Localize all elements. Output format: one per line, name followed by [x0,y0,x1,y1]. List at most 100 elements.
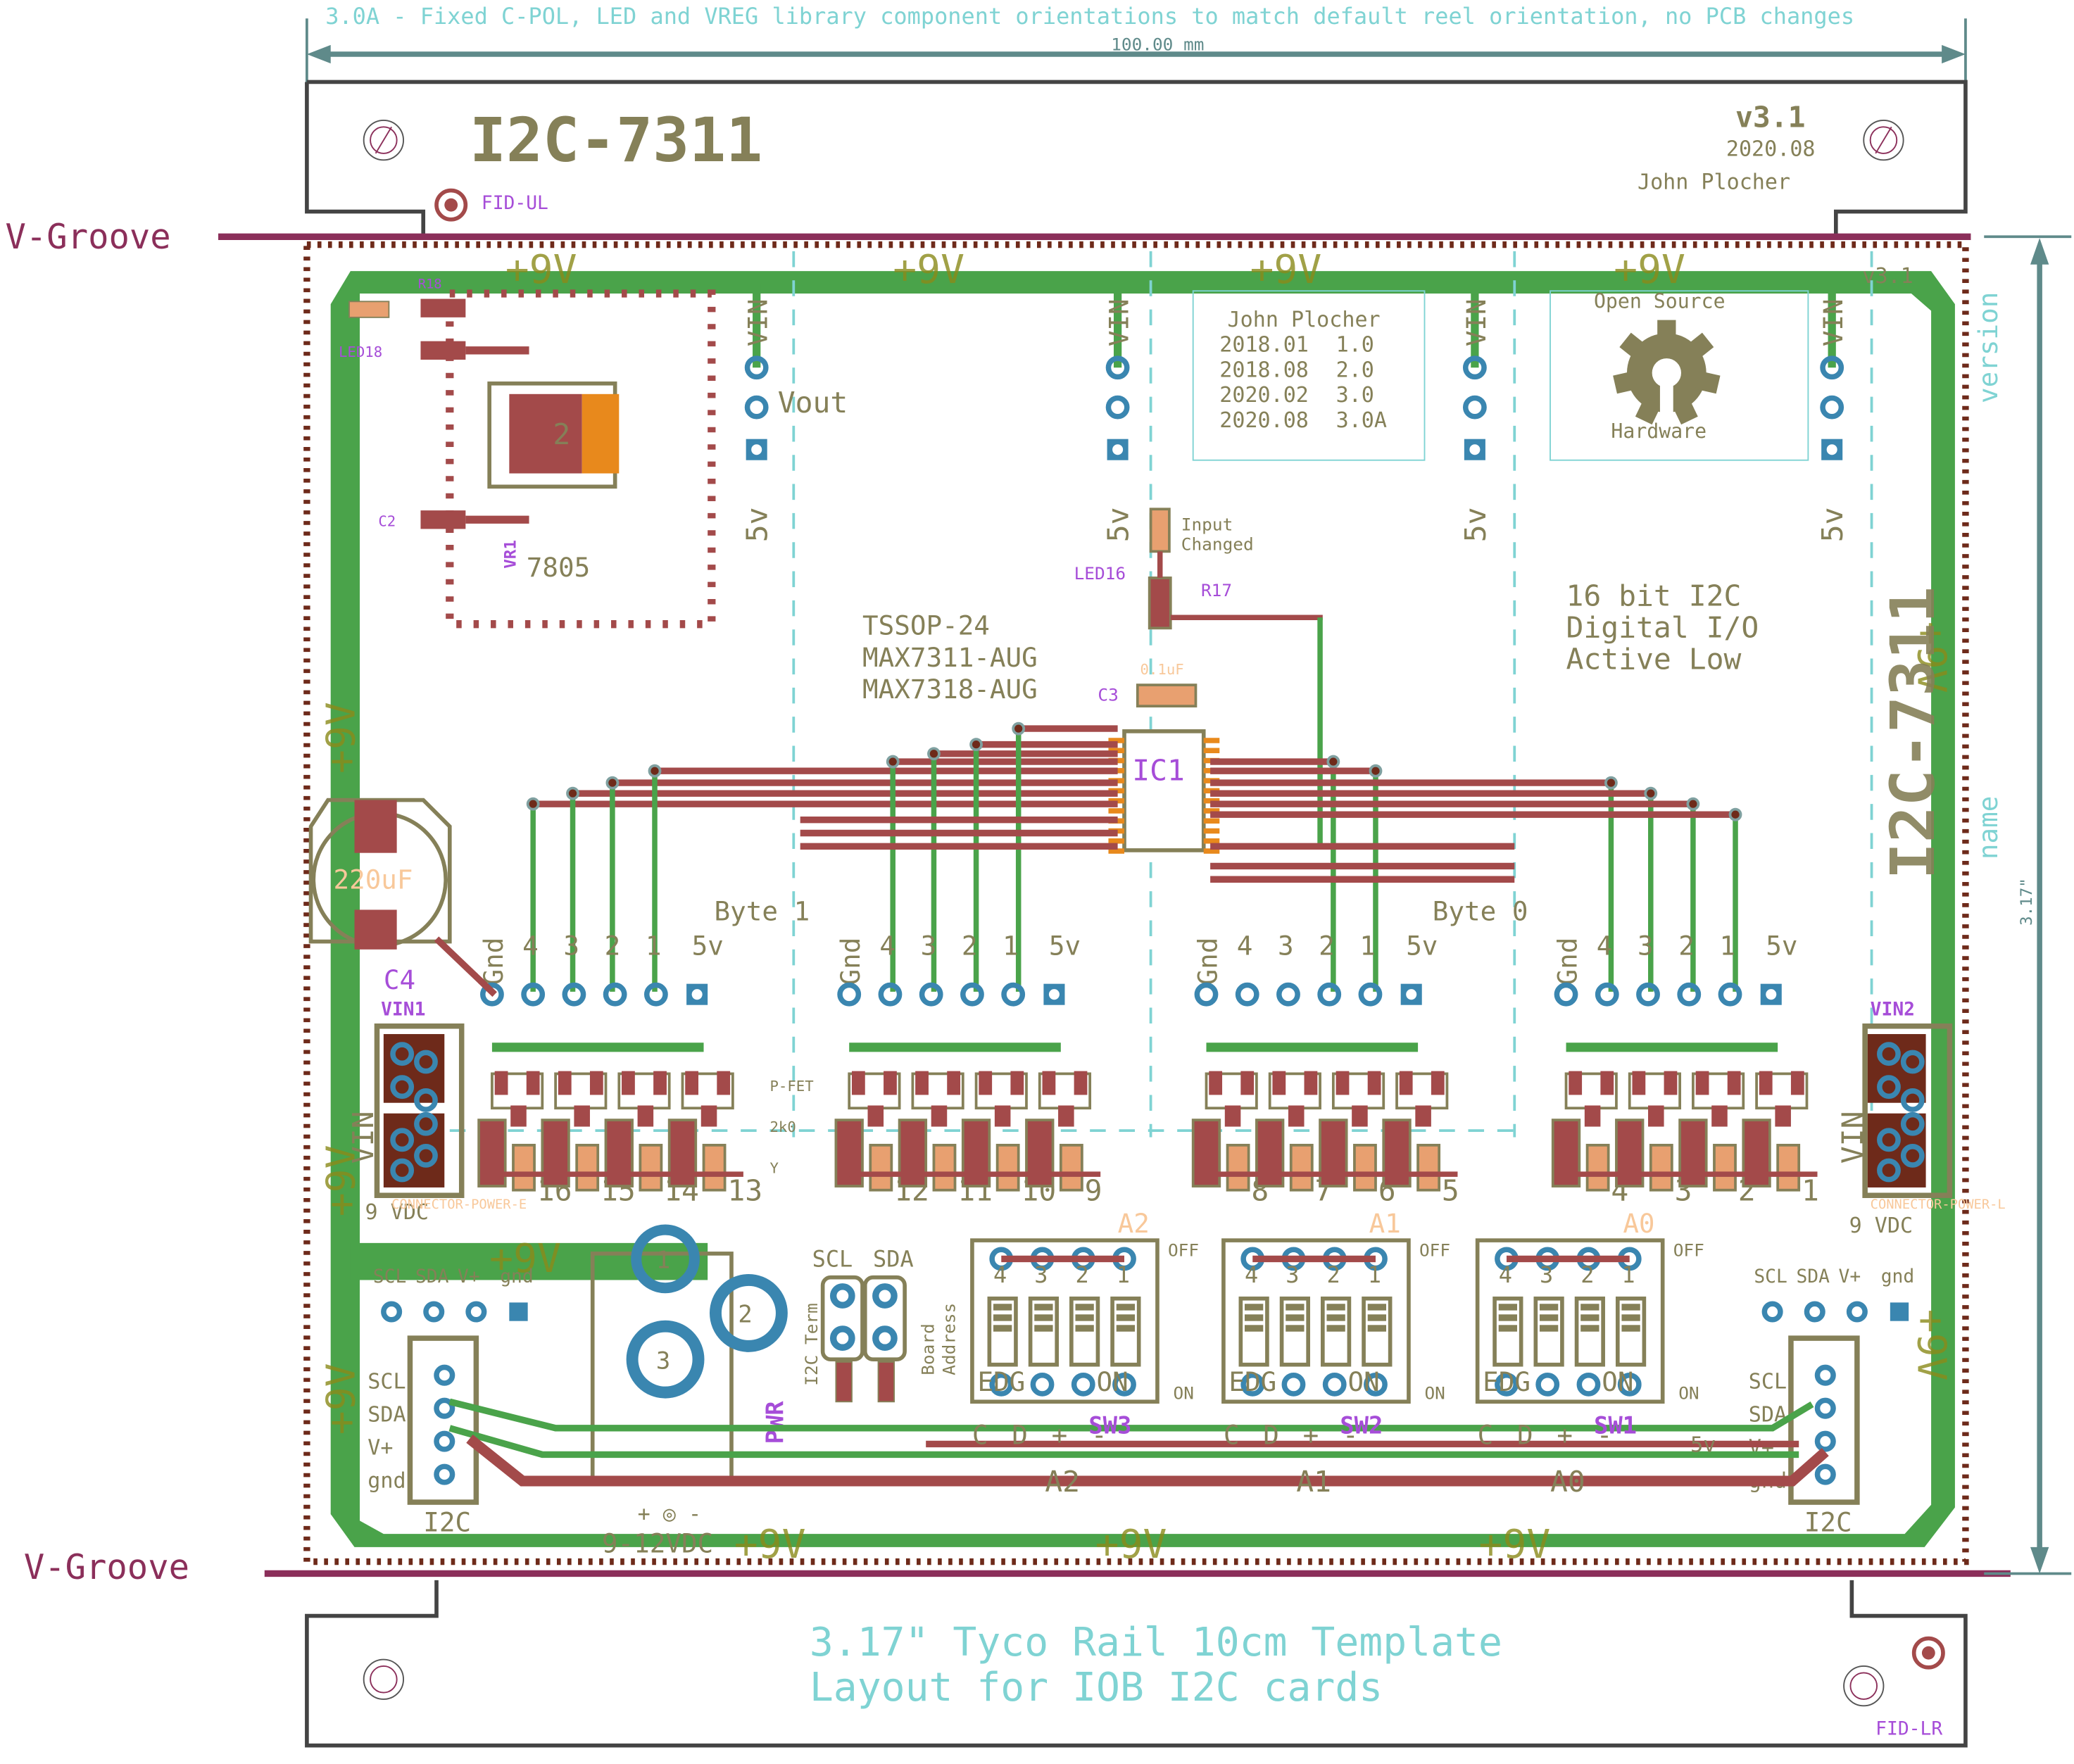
power-connector-vin1: VIN1 VIN 9 VDC CONNECTOR-POWER-E [346,1000,527,1225]
byte1-label: Byte 1 [715,895,810,926]
svg-text:16 bit I2C: 16 bit I2C [1566,579,1742,612]
svg-text:Hardware: Hardware [1611,420,1707,443]
svg-text:SW1: SW1 [1594,1411,1637,1439]
svg-text:OFF: OFF [1419,1240,1450,1261]
fiducial-ul [434,188,468,222]
revision-note: 3.0A - Fixed C-POL, LED and VREG library… [325,3,1854,30]
svg-text:gnd: gnd [367,1468,406,1493]
svg-text:2: 2 [1319,930,1335,961]
svg-text:+9V: +9V [1095,1522,1167,1568]
fiducial-ul-label: FID-UL [482,193,548,214]
svg-text:Gnd: Gnd [478,938,509,985]
barrel-jack: 1 2 3 PWR + ◎ - 9-12VDC [590,1224,788,1558]
svg-text:SDA: SDA [367,1402,406,1427]
svg-text:A1: A1 [1369,1208,1401,1239]
svg-text:VIN: VIN [1461,298,1492,346]
svg-text:3.0A: 3.0A [1336,408,1387,433]
svg-text:+9V: +9V [1479,1522,1551,1568]
svg-text:SCL: SCL [812,1246,853,1273]
svg-text:V+: V+ [1839,1266,1861,1287]
pwr-ref: PWR [761,1401,788,1444]
svg-text:-: - [1597,1419,1613,1450]
svg-text:5v: 5v [1406,930,1438,961]
svg-text:+9V: +9V [1250,247,1321,293]
svg-text:4: 4 [1237,930,1253,961]
svg-text:EDG: EDG [1483,1366,1531,1397]
svg-text:2: 2 [1326,1261,1340,1288]
svg-text:Address: Address [939,1303,960,1375]
vr1-ref: VR1 [502,540,520,569]
svg-text:+9V: +9V [319,1145,365,1216]
svg-text:Y: Y [769,1159,779,1176]
svg-text:D: D [1263,1419,1279,1450]
svg-text:SDA: SDA [415,1266,449,1287]
svg-text:3: 3 [1034,1261,1048,1288]
svg-text:OFF: OFF [1673,1240,1704,1261]
svg-text:CONNECTOR-POWER-E: CONNECTOR-POWER-E [391,1197,527,1212]
height-dimension-label: 3.17" [2018,878,2036,926]
svg-text:2k0: 2k0 [769,1119,796,1135]
svg-text:1: 1 [1359,930,1376,961]
svg-text:Gnd: Gnd [1193,938,1224,985]
svg-text:Changed: Changed [1181,534,1254,554]
svg-text:John Plocher: John Plocher [1228,308,1381,332]
svg-text:3: 3 [921,930,937,961]
svg-text:1: 1 [1003,930,1019,961]
svg-text:C2: C2 [378,513,396,530]
svg-text:+: + [1303,1419,1319,1450]
svg-text:V+: V+ [458,1266,480,1287]
svg-text:+9V: +9V [1908,1309,1954,1381]
svg-text:2020.08: 2020.08 [1219,408,1309,433]
svg-text:VIN: VIN [1835,1111,1869,1164]
name-doc-label: name [1973,796,2004,859]
svg-text:4: 4 [1245,1261,1258,1288]
svg-text:2: 2 [1075,1261,1088,1288]
svg-text:OFF: OFF [1168,1240,1199,1261]
svg-text:1: 1 [1117,1261,1130,1288]
svg-text:-: - [1343,1419,1359,1450]
svg-text:3.0: 3.0 [1336,383,1374,408]
power-connector-vin2: VIN2 VIN 9 VDC CONNECTOR-POWER-L [1835,1000,2005,1238]
board-author: John Plocher [1638,170,1790,195]
svg-text:4: 4 [879,930,895,961]
svg-text:I2C: I2C [1804,1506,1852,1537]
svg-text:Active Low: Active Low [1566,643,1742,676]
svg-text:MAX7318-AUG: MAX7318-AUG [862,674,1038,705]
svg-text:1: 1 [1719,930,1735,961]
width-dimension-label: 100.00 mm [1111,34,1204,54]
oshw-logo: Open Source Hardware [1550,290,1809,461]
capacitor-c4: 220uF C4 [308,798,497,997]
svg-text:SCL: SCL [367,1369,406,1394]
width-dimension: 100.00 mm [306,18,1967,93]
svg-text:+ ◎ -: + ◎ - [638,1501,701,1526]
svg-text:I2C: I2C [423,1506,471,1537]
svg-text:1: 1 [646,930,662,961]
version-doc-label: version [1973,292,2004,403]
svg-text:1.0: 1.0 [1336,333,1374,358]
svg-text:2: 2 [1678,930,1695,961]
svg-text:I2C Term: I2C Term [801,1303,822,1386]
svg-text:SW2: SW2 [1340,1411,1383,1439]
svg-text:9 VDC: 9 VDC [365,1200,429,1225]
svg-text:gnd: gnd [500,1266,534,1287]
svg-text:5: 5 [1442,1174,1459,1208]
svg-text:+: + [1052,1419,1068,1450]
svg-text:EDG: EDG [977,1366,1025,1397]
svg-text:2018.08: 2018.08 [1219,358,1309,382]
svg-text:+9V: +9V [893,247,964,293]
svg-text:R17: R17 [1201,580,1232,600]
v-groove-bottom-label: V-Groove [24,1547,189,1587]
svg-text:220uF: 220uF [333,864,413,895]
svg-text:9: 9 [1085,1174,1102,1208]
